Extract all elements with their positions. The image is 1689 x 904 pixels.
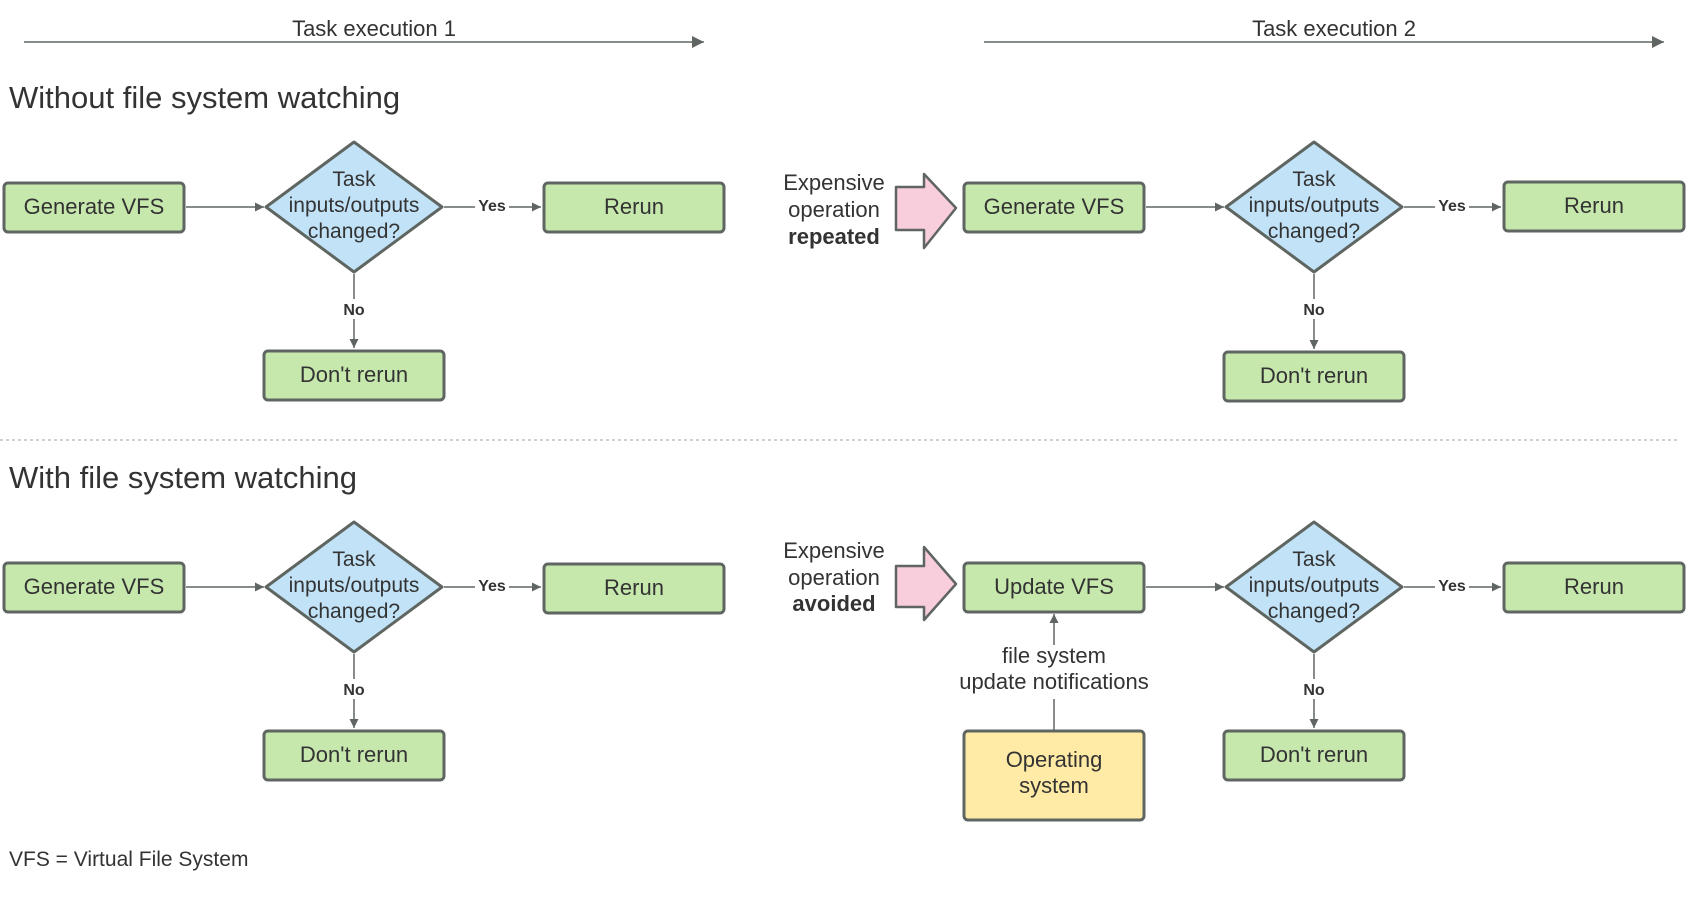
edge-label-yes: Yes <box>1438 198 1466 215</box>
decision-label-line-1: Task <box>332 548 376 571</box>
decision-label-line-2: inputs/outputs <box>289 194 420 217</box>
edge-label-no: No <box>343 682 365 699</box>
row1-exec1-decision: Task inputs/outputs changed? <box>264 140 444 274</box>
decision-label-line-1: Task <box>332 168 376 191</box>
edge-label-yes: Yes <box>1438 578 1466 595</box>
callout-line-3: repeated <box>788 224 880 249</box>
timeline-execution-1: Task execution 1 <box>24 16 704 48</box>
decision-label-line-3: changed? <box>308 600 400 623</box>
operating-system-node: Operating system <box>962 729 1146 822</box>
row1-exec2-decision: Task inputs/outputs changed? <box>1224 140 1404 274</box>
row2-exec2-dont-rerun: Don't rerun <box>1222 729 1406 782</box>
row2-exec2-decision: Task inputs/outputs changed? <box>1224 520 1404 654</box>
node-label: Don't rerun <box>300 742 408 767</box>
edge-label-no: No <box>1303 302 1325 319</box>
edge-label-no: No <box>1303 682 1325 699</box>
row1-exec2-rerun: Rerun <box>1502 180 1686 233</box>
node-label: Don't rerun <box>300 362 408 387</box>
notifications-label-line-2: update notifications <box>959 669 1149 694</box>
timeline-execution-2-label: Task execution 2 <box>1252 16 1416 41</box>
node-label: Don't rerun <box>1260 742 1368 767</box>
notifications-label-line-1: file system <box>1002 643 1106 668</box>
row1-exec2-dont-rerun: Don't rerun <box>1222 350 1406 403</box>
callout-line-1: Expensive <box>783 170 885 195</box>
row1-exec1-generate-vfs: Generate VFS <box>2 181 186 234</box>
node-label: Rerun <box>1564 574 1624 599</box>
row1-exec1-rerun: Rerun <box>542 181 726 234</box>
node-label-line-2: system <box>1019 773 1089 798</box>
footnote: VFS = Virtual File System <box>9 848 248 871</box>
decision-label-line-1: Task <box>1292 548 1336 571</box>
callout-arrow-repeated <box>894 172 958 250</box>
row2-exec2-update-vfs: Update VFS <box>962 561 1146 614</box>
decision-label-line-3: changed? <box>1268 220 1360 243</box>
edge-label-yes: Yes <box>478 578 506 595</box>
row1-exec1-dont-rerun: Don't rerun <box>262 349 446 402</box>
node-label-line-1: Operating <box>1006 747 1103 772</box>
decision-label-line-1: Task <box>1292 168 1336 191</box>
node-label: Generate VFS <box>24 574 165 599</box>
timeline-execution-2: Task execution 2 <box>984 16 1664 48</box>
decision-label-line-2: inputs/outputs <box>289 574 420 597</box>
callout-line-2: operation <box>788 197 880 222</box>
decision-label-line-3: changed? <box>308 220 400 243</box>
callout-line-1: Expensive <box>783 538 885 563</box>
node-label: Rerun <box>604 575 664 600</box>
edge-label-no: No <box>343 302 365 319</box>
section-title-without: Without file system watching <box>9 80 400 115</box>
edge-label-yes: Yes <box>478 198 506 215</box>
node-label: Don't rerun <box>1260 363 1368 388</box>
row2-exec1-decision: Task inputs/outputs changed? <box>264 520 444 654</box>
row2-exec1-dont-rerun: Don't rerun <box>262 729 446 782</box>
decision-label-line-2: inputs/outputs <box>1249 194 1380 217</box>
decision-label-line-3: changed? <box>1268 600 1360 623</box>
node-label: Generate VFS <box>24 194 165 219</box>
node-label: Update VFS <box>994 574 1114 599</box>
node-label: Generate VFS <box>984 194 1125 219</box>
callout-line-2: operation <box>788 565 880 590</box>
node-label: Rerun <box>604 194 664 219</box>
decision-label-line-2: inputs/outputs <box>1249 574 1380 597</box>
row1-exec2-generate-vfs: Generate VFS <box>962 181 1146 234</box>
timeline-execution-1-label: Task execution 1 <box>292 16 456 41</box>
node-label: Rerun <box>1564 193 1624 218</box>
callout-avoided: Expensive operation avoided <box>783 538 885 616</box>
callout-line-3: avoided <box>792 591 875 616</box>
section-title-with: With file system watching <box>9 460 357 495</box>
row2-exec1-rerun: Rerun <box>542 562 726 615</box>
callout-arrow-avoided <box>894 545 958 622</box>
row2-exec1-generate-vfs: Generate VFS <box>2 561 186 614</box>
row2-exec2-rerun: Rerun <box>1502 561 1686 614</box>
callout-repeated: Expensive operation repeated <box>783 170 885 249</box>
